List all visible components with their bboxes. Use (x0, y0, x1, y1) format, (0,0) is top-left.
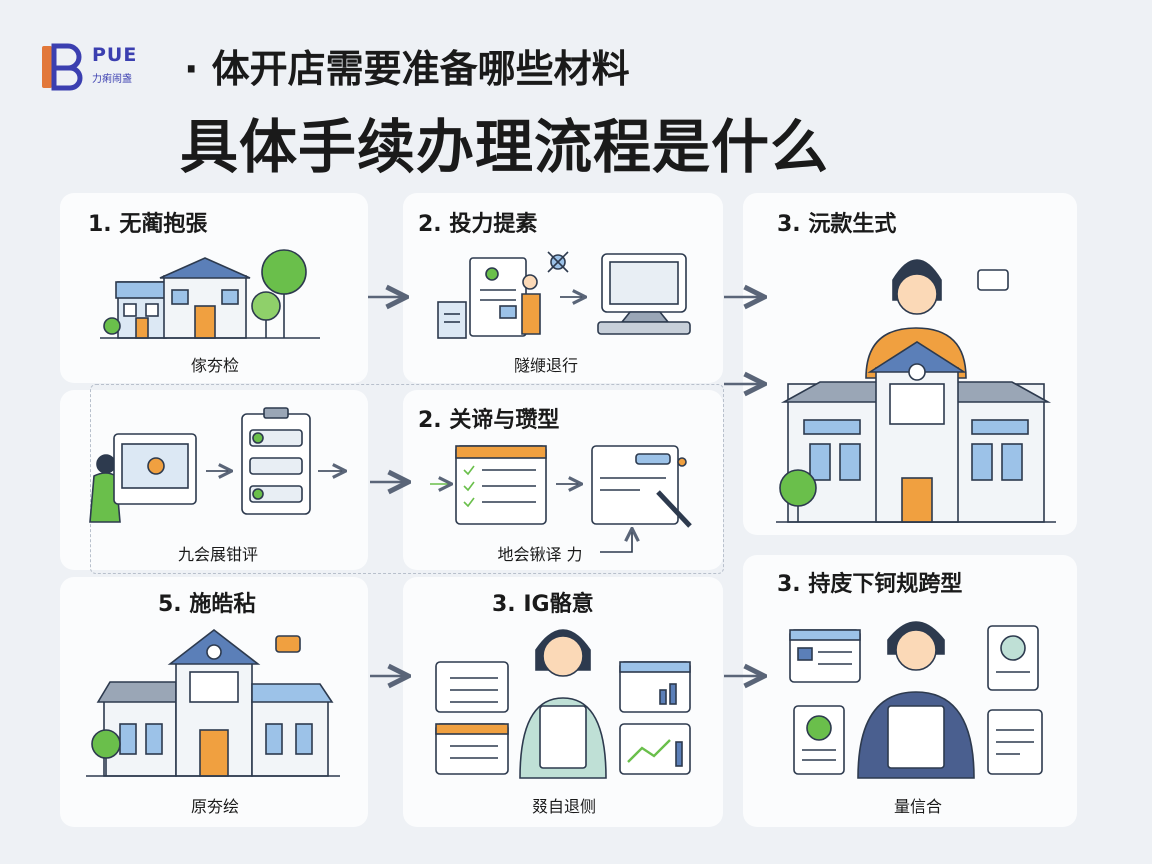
step-7-caption: 叕自退侧 (531, 797, 597, 816)
page-subtitle: 具体手续办理流程是什么 (180, 113, 830, 181)
logo-subtitle: 力痢闹盏 (92, 74, 132, 85)
step-8-caption: 量信合 (893, 797, 943, 816)
card-step-8 (743, 555, 1077, 827)
step-4-caption: 九会展钳评 (177, 545, 259, 564)
logo-name: PUE (92, 44, 138, 66)
step-5-label: 2. 关谛与瓒型 (418, 408, 560, 433)
step-2-label: 2. 投力提素 (418, 212, 538, 237)
page-title: · 体开店需要准备哪些材料 (184, 47, 630, 91)
step-2-caption: 隧缏退行 (513, 356, 579, 375)
step-6-caption: 原夯绘 (190, 797, 240, 816)
step-3-label: 3. 沅款生式 (777, 212, 897, 237)
logo-mark-icon (42, 43, 83, 91)
step-1-label: 1. 无蔺抱張 (88, 212, 208, 237)
card-step-3 (743, 193, 1077, 535)
step-1-caption: 傢夯检 (190, 356, 240, 375)
brand-logo: PUE 力痢闹盏 (38, 42, 178, 92)
step-6-label: 5. 施皓秥 (158, 592, 256, 617)
step-7-label: 3. ⅠG骼意 (492, 592, 594, 617)
step-8-label: 3. 持庋下钶规跨型 (777, 572, 963, 597)
step-5-caption: 地会锹译 力 (497, 545, 583, 564)
